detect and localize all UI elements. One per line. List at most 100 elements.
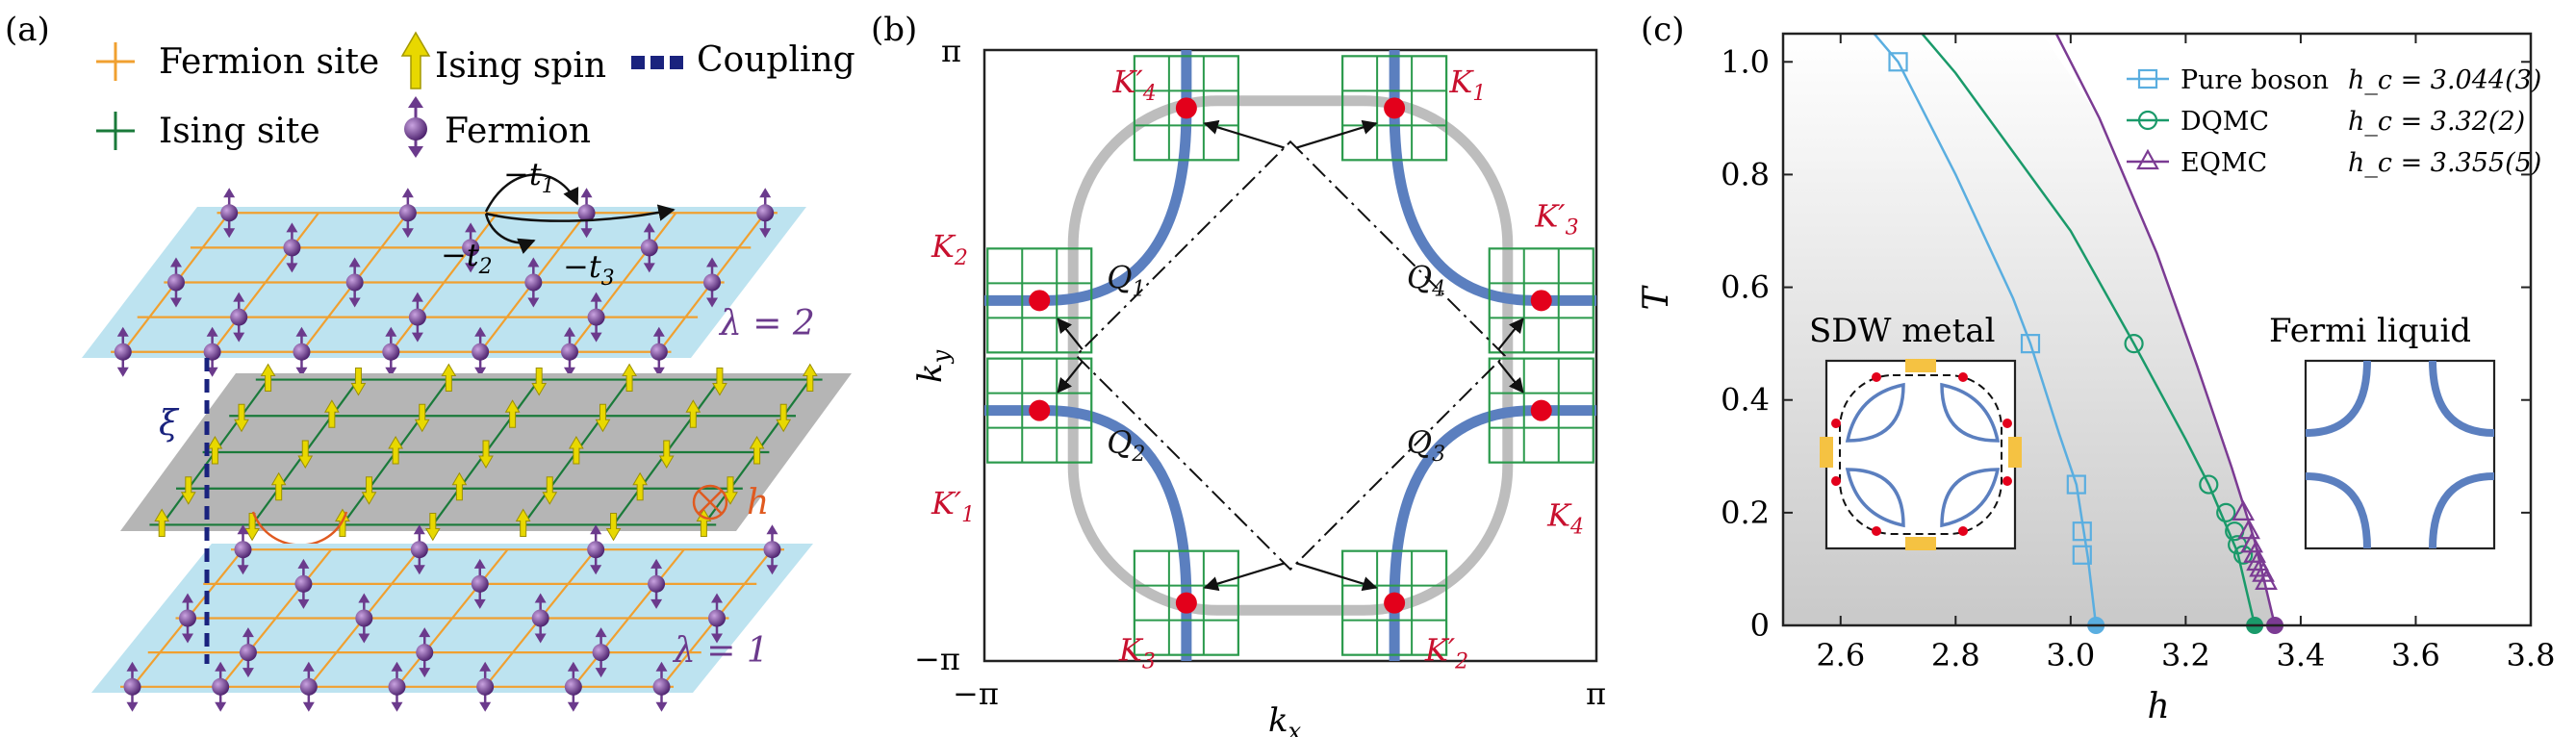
data-point (2255, 569, 2278, 590)
panel-a-label: (a) (5, 11, 50, 49)
fermion-icon (592, 627, 610, 678)
fermion-icon (524, 257, 543, 308)
data-point (2199, 474, 2219, 495)
ising-spin-icon (388, 436, 404, 465)
hop-t1-label: −t1 (503, 156, 555, 198)
ising-site-icon (96, 112, 135, 150)
hotspot-dot (1175, 97, 1197, 119)
k-point-label: K′4 (1112, 64, 1157, 106)
k-point-label: K′1 (931, 485, 975, 527)
fermi-liquid-label: Fermi liquid (2269, 312, 2471, 350)
fermion-site-icon (96, 42, 135, 81)
sdw-metal-label: SDW metal (1809, 312, 1995, 350)
hotspot-dot (1530, 290, 1552, 312)
q-vector-arrow (1203, 119, 1285, 149)
fermion-icon (564, 661, 582, 712)
xi-label: ξ (159, 404, 180, 444)
fermion-icon (382, 326, 400, 377)
panel-a-legend: Fermion site Ising spin Coupling Ising s… (96, 31, 855, 158)
fermion-icon (293, 326, 311, 377)
q-vector-label: Q1 (1107, 260, 1145, 302)
fermion-icon (410, 524, 428, 575)
legend-name: EQMC (2181, 148, 2267, 178)
data-point (2072, 545, 2092, 565)
ising-spin-icon (350, 368, 367, 396)
ising-spin-icon (260, 363, 276, 393)
x-tick-label: 3.8 (2507, 637, 2556, 673)
fermion-plane-top: −t1 −t2 −t3 λ = 2 (82, 156, 815, 377)
hotspot-grid (986, 247, 1093, 354)
ising-spin-icon (632, 471, 649, 501)
ising-spin-icon (504, 399, 521, 428)
ising-spin-icon (749, 436, 765, 465)
fermion-icon (212, 661, 230, 712)
fermion-icon (471, 558, 489, 609)
x-tick-label: 2.6 (1816, 637, 1865, 673)
data-point (2137, 68, 2158, 89)
fermion-icon (203, 326, 221, 377)
fermi-surface-gray (1067, 95, 1514, 616)
fermion-icon (230, 292, 248, 343)
y-tick-label: 0.8 (1721, 156, 1770, 192)
fermion-icon (220, 188, 239, 239)
ising-spin-icon (400, 31, 431, 89)
hotspot-grid (1341, 549, 1448, 656)
q-vector-label: Q4 (1407, 260, 1445, 302)
q-vector-arrow (1296, 119, 1378, 149)
fermi-liquid-inset: Fermi liquid (2269, 312, 2496, 550)
b-bottom-pi: −π (914, 641, 960, 677)
hop-t3-arc (485, 204, 676, 222)
data-point (2233, 545, 2254, 565)
fermion-icon (114, 326, 132, 377)
fermion-icon (299, 661, 318, 712)
ising-spin-icon (568, 436, 584, 465)
hotspot-grid (1488, 357, 1594, 464)
plot-frame (1781, 32, 2533, 627)
fermion-icon (166, 257, 185, 308)
data-point (2066, 474, 2086, 495)
fermion-icon (763, 524, 781, 575)
y-tick-label: 0 (1750, 607, 1770, 644)
lambda-bottom-label: λ = 1 (672, 631, 769, 671)
series-curve (1920, 34, 2257, 625)
h-label: h (747, 483, 769, 522)
q-vector-label: Q3 (1407, 424, 1445, 467)
k-point-label: K4 (1546, 497, 1584, 540)
data-point (1888, 52, 1908, 72)
data-point (2252, 561, 2275, 582)
ising-spin-icon (180, 476, 196, 505)
fermion-icon (531, 593, 549, 644)
kx-label: kx (1268, 701, 1302, 737)
legend-ising-site: Ising site (159, 112, 320, 151)
fermion-icon (587, 524, 605, 575)
y-tick-label: 0.4 (1721, 382, 1770, 419)
ising-spin-icon (441, 363, 457, 393)
q-vector-arrow (1057, 361, 1084, 394)
ising-spin-icon (595, 403, 611, 433)
fermion-icon (398, 188, 417, 239)
hotspot-dot (1175, 592, 1197, 614)
k-point-label: K′3 (1534, 197, 1578, 240)
ising-spin-icon (542, 476, 558, 505)
fermion-icon (577, 188, 596, 239)
ising-spin-icon (270, 471, 287, 501)
legend-fermion-site: Fermion site (159, 42, 379, 82)
nesting-line (1074, 140, 1507, 572)
fermion-icon (560, 326, 578, 377)
hotspot-dot (1384, 592, 1406, 614)
legend-hc: h_c = 3.32(2) (2348, 107, 2525, 137)
b-top-pi: π (941, 33, 961, 69)
ising-spin-icon (723, 476, 738, 505)
panel-a: (a) Fermion site Ising spin Coupling (5, 11, 855, 712)
q-vector-arrow (1497, 361, 1524, 394)
fermion-icon (239, 627, 257, 678)
fermion-plane-bottom: λ = 1 (91, 524, 813, 712)
ising-spin-icon (414, 403, 430, 433)
data-point (2124, 334, 2144, 354)
k-point-label: K′2 (1424, 631, 1468, 673)
data-point (2072, 521, 2092, 542)
fermion-icon (648, 558, 666, 609)
legend-coupling: Coupling (697, 40, 855, 80)
